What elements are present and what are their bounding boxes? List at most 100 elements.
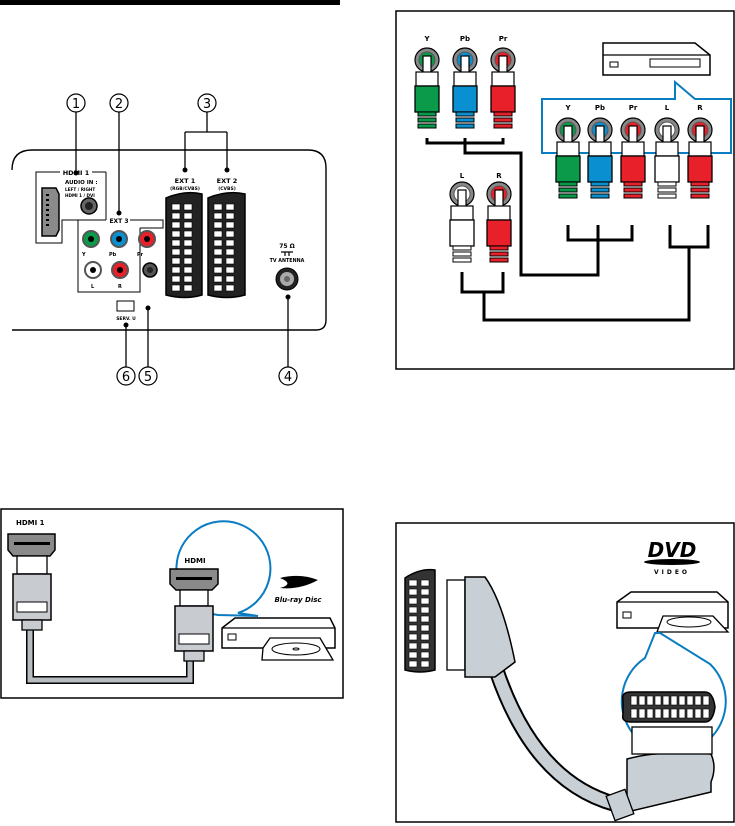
svg-text:Y: Y [423,35,430,43]
callout-6: 6 [117,323,135,386]
scart-pin [172,258,180,264]
svg-text:Pb: Pb [595,104,605,112]
scart-pin [409,616,417,622]
scart-pin [631,709,637,718]
scart-pin [695,696,701,705]
scart-pin [421,625,429,631]
scart-pin [663,696,669,705]
scart-pin [184,231,192,237]
scart-pin [172,249,180,255]
scart-pin [639,696,645,705]
hdmi-plug-tv [8,534,55,630]
rca-plug [487,182,511,262]
scart-pin [184,258,192,264]
callout-2: 2 [110,94,128,216]
svg-text:1: 1 [72,97,80,112]
scart-pin [409,652,417,658]
svg-text:L: L [665,104,670,112]
scart-pin [184,213,192,219]
scart-pin [214,258,222,264]
scart-pin [655,709,661,718]
scart-pin [421,616,429,622]
scart-pin [421,643,429,649]
hdmi-plug-device [170,569,218,661]
scart-pin [184,285,192,291]
svg-text:EXT 1: EXT 1 [175,177,196,185]
rca-plug [621,118,645,198]
scart-pin [687,709,693,718]
scart-pin [226,267,234,273]
svg-text:EXT 2: EXT 2 [217,177,238,185]
scart-pin [172,231,180,237]
ext3-port-group: EXT 3 Y Pb Pr L R [78,218,163,292]
svg-text:Y: Y [81,252,86,258]
scart-pin [184,240,192,246]
scart-pin [172,285,180,291]
video-device-icon [603,43,710,75]
scart-pin [184,249,192,255]
callout-5: 5 [139,306,157,386]
scart-pin [647,696,653,705]
scart-pin [421,661,429,667]
scart-pin [226,222,234,228]
svg-text:R: R [496,172,502,180]
scart-pin [409,580,417,586]
scart-pin [226,258,234,264]
svg-text:4: 4 [284,370,292,385]
hdmi-port [42,188,59,236]
callout-1: 1 [67,94,85,176]
scart-pin [409,598,417,604]
scart-pin [687,696,693,705]
svg-text:TV ANTENNA: TV ANTENNA [270,258,305,264]
scart-pin [226,213,234,219]
scart-pin [679,709,685,718]
scart-pin [409,634,417,640]
scart-pin [703,709,709,718]
callout-3: 3 [183,94,230,173]
scart-pin [679,696,685,705]
svg-text:HDMI: HDMI [184,557,205,565]
ext2-scart: EXT 2 (CVBS) [208,177,245,298]
scart-pin [421,652,429,658]
svg-text:75 Ω: 75 Ω [279,243,295,250]
scart-pin [671,709,677,718]
scart-pin [214,231,222,237]
scart-pin [172,240,180,246]
scart-pin [655,696,661,705]
scart-pin [671,696,677,705]
scart-pin [409,589,417,595]
scart-pin [647,709,653,718]
svg-text:Pr: Pr [629,104,638,112]
scart-pin [663,709,669,718]
scart-pin [214,267,222,273]
scart-pin [184,276,192,282]
section-header-bar [0,0,340,5]
scart-pin [409,625,417,631]
rca-plug [415,48,439,128]
rca-plug [450,182,474,262]
rca-plug [453,48,477,128]
scart-pin [172,213,180,219]
scart-pin [703,696,709,705]
hdmi-connection-diagram: HDMI 1 HDMI Blu-ray Disc [0,508,345,700]
scart-pin [409,643,417,649]
scart-pin [226,240,234,246]
svg-text:(RGB/CVBS): (RGB/CVBS) [170,186,200,192]
svg-text:LEFT / RIGHT: LEFT / RIGHT [65,187,95,192]
svg-text:L: L [460,172,465,180]
scart-pin [172,204,180,210]
service-port: SERV. U [116,301,136,322]
scart-pin [172,222,180,228]
rca-plug [491,48,515,128]
svg-text:EXT 3: EXT 3 [109,218,128,225]
scart-pin [421,598,429,604]
scart-pin [214,204,222,210]
svg-text:Pr: Pr [137,252,144,258]
svg-text:5: 5 [144,370,152,385]
scart-pin [184,204,192,210]
svg-text:L: L [91,284,95,290]
svg-text:Y: Y [564,104,571,112]
svg-text:SERV. U: SERV. U [116,316,136,322]
scart-pin [226,285,234,291]
svg-text:AUDIO IN :: AUDIO IN : [65,180,98,186]
